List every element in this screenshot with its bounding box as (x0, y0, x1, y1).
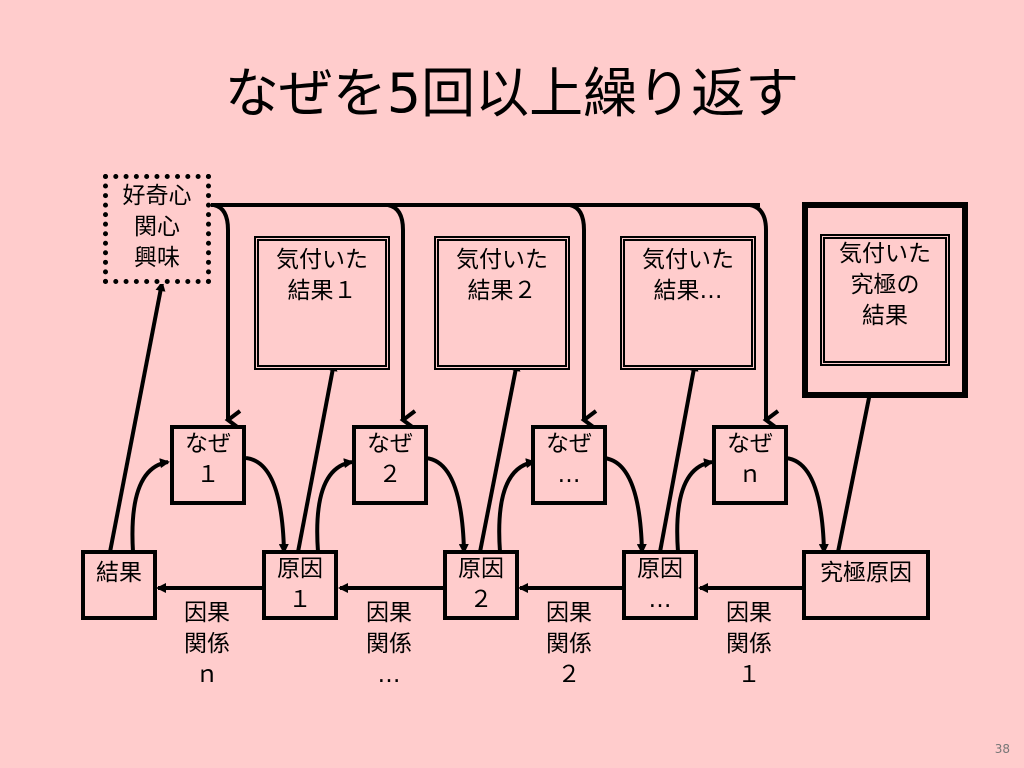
ultimate-cause-text: 究極原因 (820, 560, 912, 586)
cause-text-2: 原因 ２ (458, 556, 504, 613)
drop-arrow-why-1 (213, 203, 242, 431)
ultimate-result-box: 気付いた 究極の 結果 (820, 234, 950, 366)
ultimate-result-text: 気付いた 究極の 結果 (839, 241, 931, 329)
noticed-result-text-2: 気付いた 結果２ (456, 247, 548, 304)
noticed-result-box-1: 気付いた 結果１ (254, 236, 390, 370)
drop-arrow-why-2 (387, 203, 417, 431)
curve-cause1-to-why2 (315, 458, 354, 553)
causality-label-dots: 因果 関係 … (366, 600, 412, 688)
why-text-3: なぜ … (546, 431, 592, 488)
why-box-n: なぜ ｎ (712, 425, 788, 505)
why-box-3: なぜ … (531, 425, 607, 505)
curve-cause2-to-why3 (497, 458, 536, 553)
drop-arrow-why-n (749, 203, 780, 431)
curve-whyn-to-ultimate (785, 456, 829, 554)
curve-why3-to-cause3 (603, 456, 647, 554)
curve-why1-to-cause1 (245, 456, 289, 554)
arrow-cause2-to-result2 (478, 361, 521, 553)
slide-title: なぜを5回以上繰り返す (224, 62, 800, 125)
causality-label-2: 因果 関係 ２ (546, 600, 592, 688)
arrow-cause3-to-result3 (658, 361, 699, 553)
curve-result-to-why1 (130, 458, 170, 553)
why-box-1: なぜ １ (170, 425, 246, 505)
arrow-cause1-to-result1 (296, 361, 338, 553)
cause-box-1: 原因 １ (262, 550, 338, 620)
noticed-result-box-2: 気付いた 結果２ (434, 236, 570, 370)
ultimate-result-outer-box: 気付いた 究極の 結果 (802, 202, 968, 398)
cause-text-1: 原因 １ (277, 556, 323, 613)
why-text-2: なぜ ２ (367, 431, 413, 488)
noticed-result-text-1: 気付いた 結果１ (276, 247, 368, 304)
why-box-2: なぜ ２ (352, 425, 428, 505)
cause-text-3: 原因 … (637, 556, 683, 613)
why-text-n: なぜ ｎ (727, 431, 773, 488)
curve-cause3-to-whyn (675, 458, 714, 553)
curiosity-box: 好奇心 関心 興味 (103, 174, 211, 284)
noticed-result-text-3: 気付いた 結果… (642, 247, 734, 304)
result-text: 結果 (96, 560, 142, 586)
cause-box-2: 原因 ２ (443, 550, 519, 620)
result-box: 結果 (81, 550, 157, 620)
curiosity-text: 好奇心 関心 興味 (122, 183, 192, 271)
arrow-result-to-curiosity (108, 281, 166, 553)
page-number: 38 (994, 742, 1010, 756)
cause-box-3: 原因 … (622, 550, 698, 620)
why-text-1: なぜ １ (185, 431, 231, 488)
drop-arrow-why-3 (569, 203, 598, 431)
curve-why2-to-cause2 (425, 456, 469, 554)
causality-label-n: 因果 関係 ｎ (184, 600, 230, 688)
causality-label-1: 因果 関係 １ (726, 600, 772, 688)
noticed-result-box-3: 気付いた 結果… (620, 236, 756, 370)
ultimate-cause-box: 究極原因 (802, 550, 930, 620)
